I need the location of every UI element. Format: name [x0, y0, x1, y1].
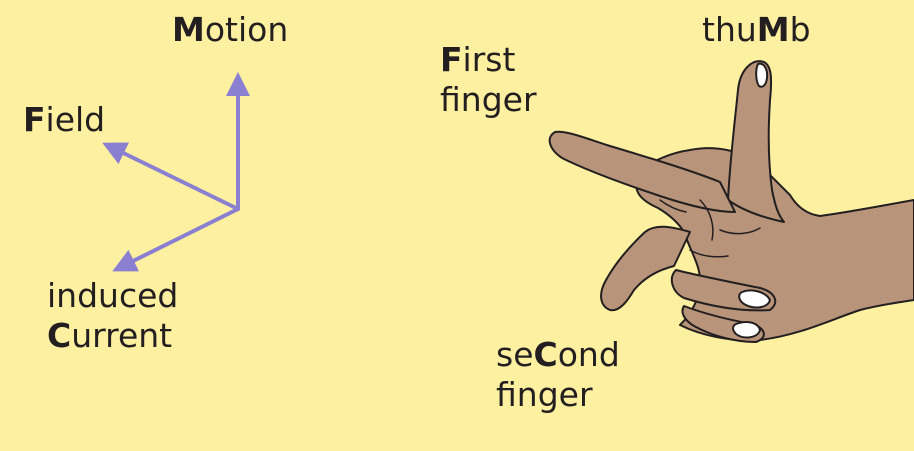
crease-lines	[659, 199, 761, 258]
field-arrow	[102, 142, 240, 211]
thumb-nail	[755, 62, 769, 88]
second-finger-label: seCond finger	[496, 335, 620, 414]
second-finger-shape	[600, 225, 691, 312]
ring-nail	[738, 289, 771, 309]
induced-current-label: induced Current	[47, 276, 179, 355]
little-nail	[732, 321, 761, 339]
thumb-shape	[727, 60, 785, 223]
motion-label: Motion	[172, 10, 289, 49]
current-arrow	[112, 207, 240, 272]
thumb-label: thuMb	[702, 10, 811, 49]
field-label: Field	[23, 100, 106, 139]
first-finger-label: First finger	[440, 40, 537, 119]
first-finger-shape	[548, 130, 736, 213]
